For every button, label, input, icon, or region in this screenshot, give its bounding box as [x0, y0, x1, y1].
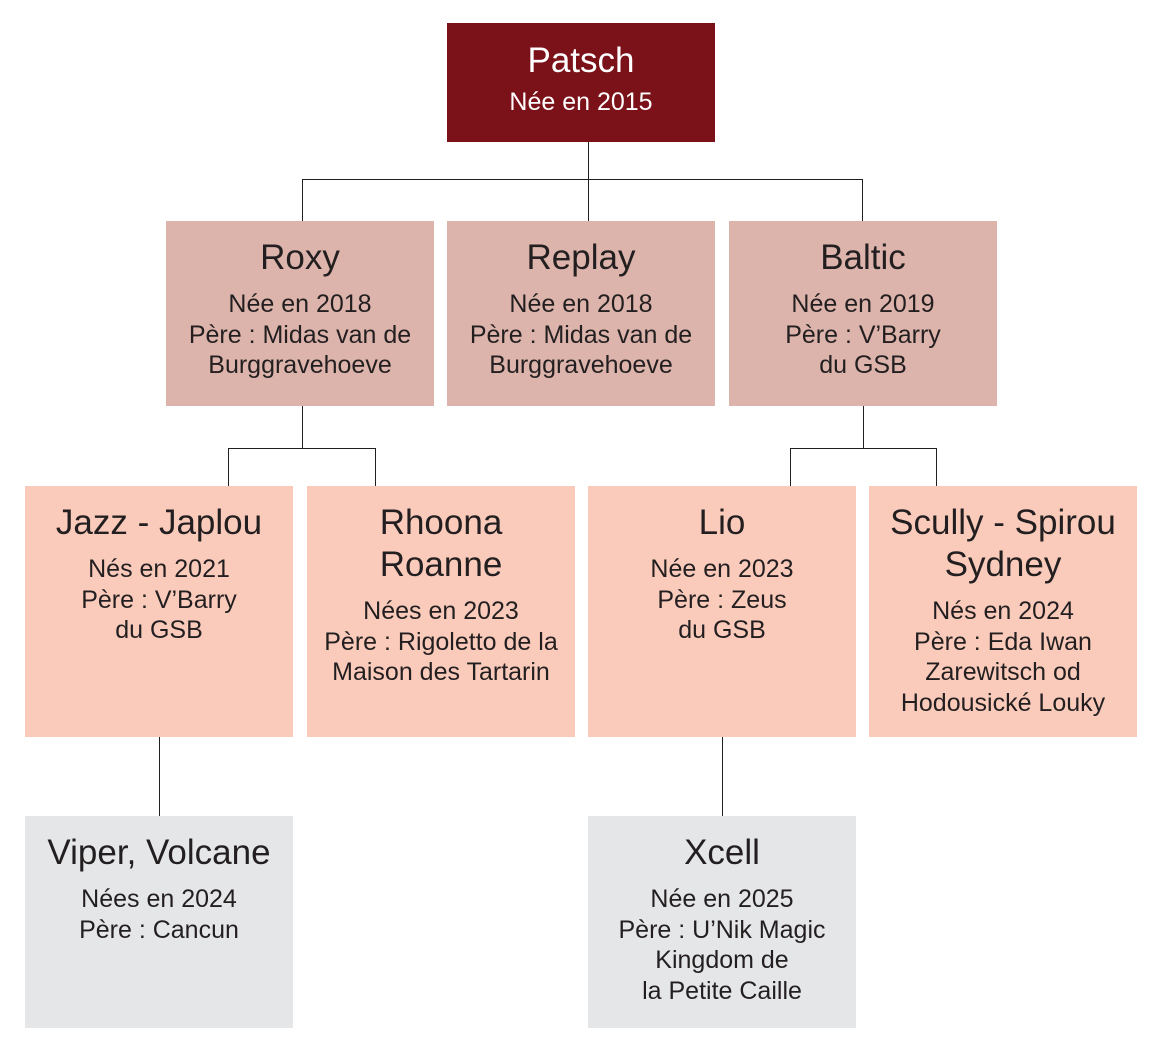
- connector-lio-to-xcell: [722, 737, 724, 816]
- connector-to-lio: [790, 448, 792, 486]
- connector-to-rhoona: [375, 448, 377, 486]
- connector-gen1-bar: [302, 179, 863, 181]
- node-name: Baltic: [820, 238, 906, 277]
- node-details: Née en 2019 Père : V’Barry du GSB: [785, 290, 941, 379]
- node-xcell: Xcell Née en 2025 Père : U’Nik Magic Kin…: [588, 816, 856, 1028]
- node-details: Nés en 2024 Père : Eda Iwan Zarewitsch o…: [900, 597, 1106, 717]
- connector-to-scully: [936, 448, 938, 486]
- connector-to-roxy: [302, 179, 304, 221]
- node-details: Née en 2015: [509, 88, 653, 116]
- node-scully-spirou-sydney: Scully - Spirou Sydney Nés en 2024 Père …: [869, 486, 1137, 737]
- node-details: Née en 2023 Père : Zeus du GSB: [650, 555, 794, 644]
- connector-jazz-to-viper: [159, 737, 161, 816]
- node-rhoona-roanne: Rhoona Roanne Nées en 2023 Père : Rigole…: [307, 486, 575, 737]
- node-replay: Replay Née en 2018 Père : Midas van de B…: [447, 221, 715, 406]
- node-name: Replay: [526, 238, 636, 277]
- node-jazz-japlou: Jazz - Japlou Nés en 2021 Père : V’Barry…: [25, 486, 293, 737]
- node-name: Scully - Spirou Sydney: [890, 503, 1116, 584]
- node-details: Nées en 2024 Père : Cancun: [79, 885, 239, 944]
- node-name: Jazz - Japlou: [55, 503, 263, 542]
- node-baltic: Baltic Née en 2019 Père : V’Barry du GSB: [729, 221, 997, 406]
- node-name: Roxy: [260, 238, 340, 277]
- node-name: Xcell: [684, 833, 760, 872]
- node-name: Rhoona Roanne: [379, 503, 503, 584]
- connector-roxy-down: [302, 406, 304, 449]
- connector-baltic-children-bar: [790, 448, 937, 450]
- node-name: Patsch: [527, 41, 635, 80]
- node-details: Née en 2025 Père : U’Nik Magic Kingdom d…: [618, 885, 826, 1005]
- node-lio: Lio Née en 2023 Père : Zeus du GSB: [588, 486, 856, 737]
- node-details: Née en 2018 Père : Midas van de Burggrav…: [469, 290, 693, 379]
- node-details: Née en 2018 Père : Midas van de Burggrav…: [188, 290, 412, 379]
- node-viper-volcane: Viper, Volcane Nées en 2024 Père : Cancu…: [25, 816, 293, 1028]
- node-name: Viper, Volcane: [47, 833, 271, 872]
- node-name: Lio: [698, 503, 746, 542]
- node-patsch: Patsch Née en 2015: [447, 23, 715, 142]
- connector-to-jazz: [228, 448, 230, 486]
- node-roxy: Roxy Née en 2018 Père : Midas van de Bur…: [166, 221, 434, 406]
- connector-baltic-down: [863, 406, 865, 449]
- connector-root-down: [588, 142, 590, 180]
- connector-to-baltic: [862, 179, 864, 221]
- node-details: Nés en 2021 Père : V’Barry du GSB: [81, 555, 237, 644]
- node-details: Nées en 2023 Père : Rigoletto de la Mais…: [324, 597, 558, 686]
- connector-to-replay: [588, 179, 590, 221]
- connector-roxy-children-bar: [228, 448, 376, 450]
